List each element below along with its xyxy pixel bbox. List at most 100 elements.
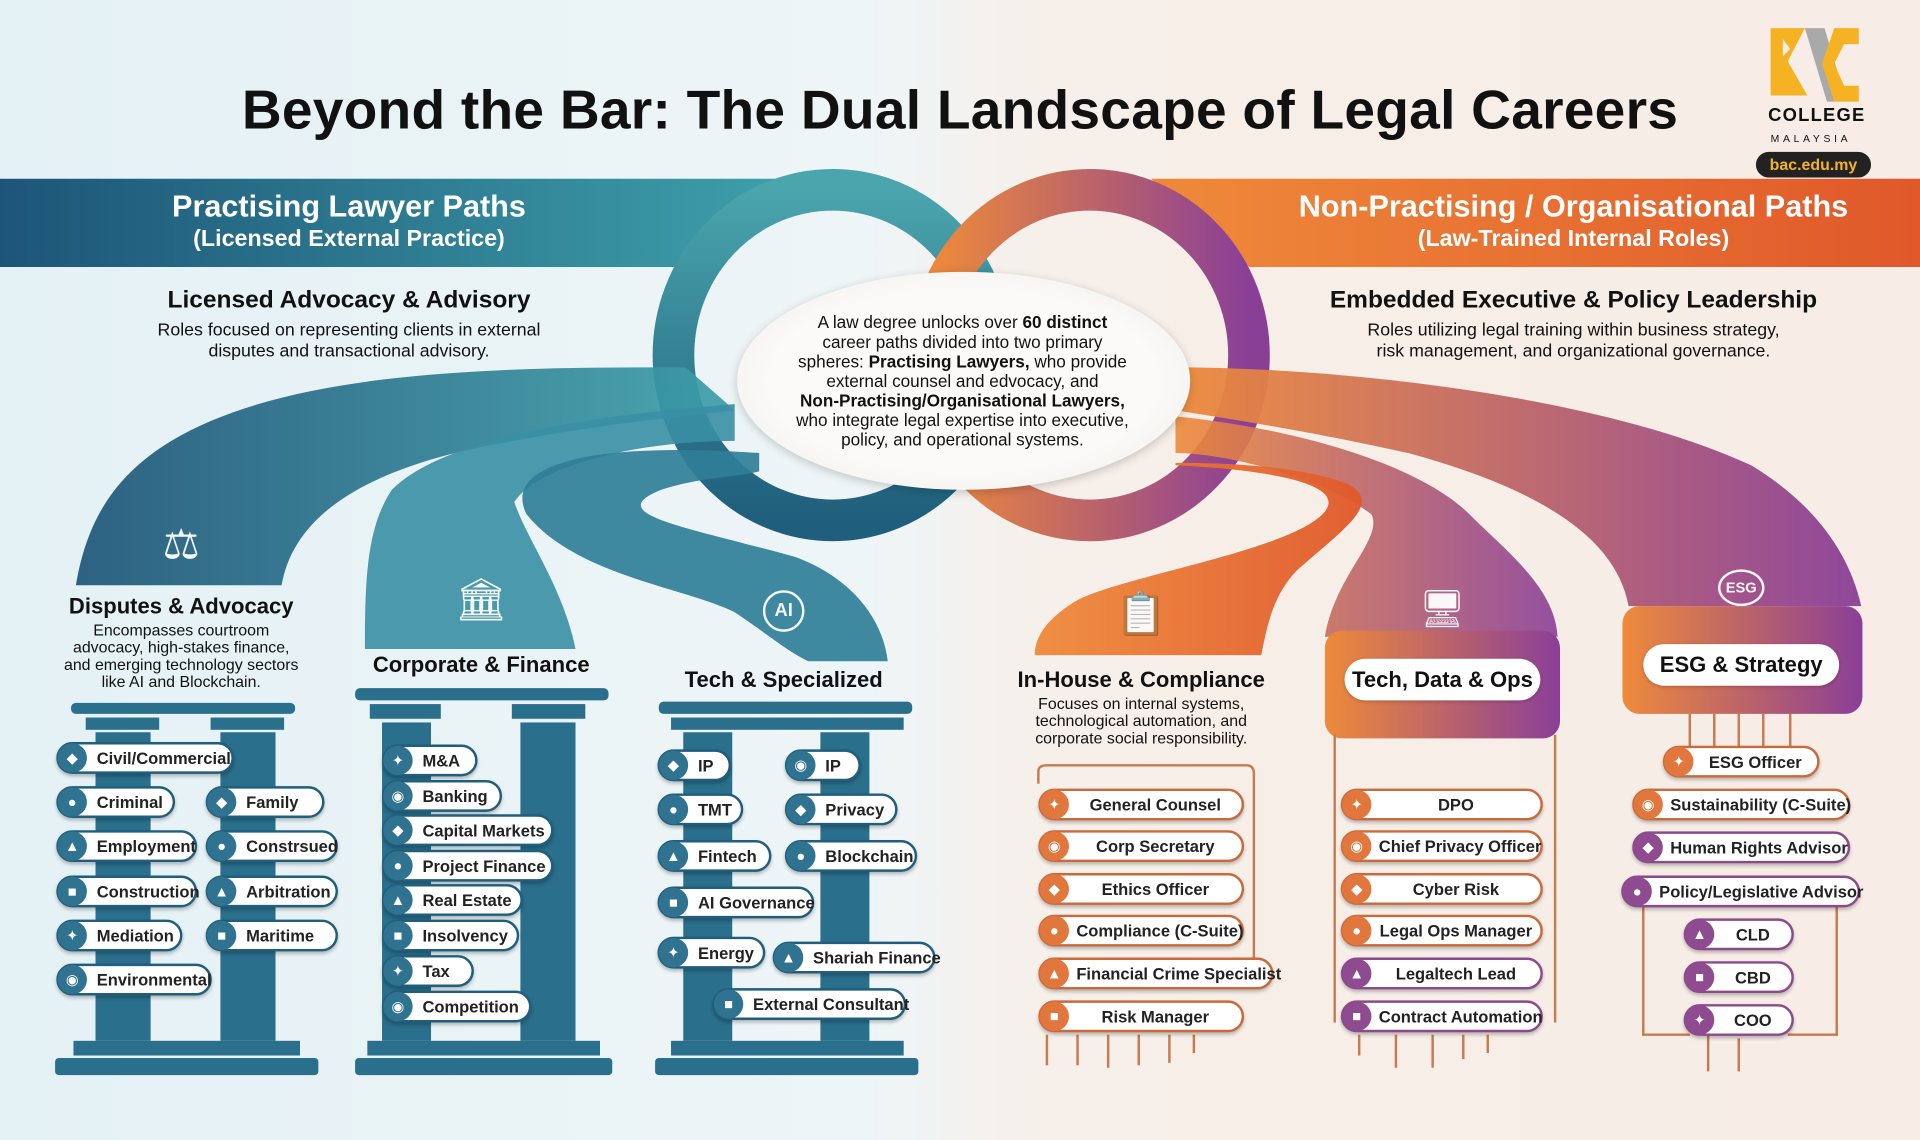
career-icon: ◆ [786,794,816,825]
text: career paths divided into two primary [822,331,1103,352]
career-chip[interactable]: ✦General Counsel [1038,788,1245,821]
career-chip[interactable]: ▲Legaltech Lead [1340,957,1543,990]
career-chip[interactable]: ✦Tax [382,955,474,987]
career-label: Legal Ops Manager [1379,921,1533,940]
center-summary-oval [737,271,1191,490]
career-icon: ◆ [1342,874,1372,904]
career-label: CBD [1734,967,1771,987]
career-label: Sustainability (C-Suite) [1670,795,1852,814]
career-chip[interactable]: ▲Employment [56,830,198,863]
career-chip[interactable]: ◆Civil/Commercial [56,742,234,774]
career-icon: ▲ [1039,958,1069,989]
career-label: Shariah Finance [813,948,941,967]
career-chip[interactable]: ◉Chief Privacy Officer [1340,830,1543,863]
career-icon: ● [206,831,237,861]
career-chip[interactable]: ▲ Financial Crime Specialist [1038,957,1281,990]
logo-url-badge[interactable]: bac.edu.my [1755,151,1872,178]
career-chip[interactable]: ●Policy/Legislative Advisor [1621,875,1863,908]
career-label: AI Governance [697,893,815,912]
career-label: Financial Crime Specialist [1076,964,1282,983]
career-chip[interactable]: ◉Competition [382,990,532,1023]
career-label: Maritime [246,926,315,945]
career-label: External Consultant [753,994,910,1014]
column-title-tech: Tech & Specialized [684,667,883,692]
career-chip[interactable]: ◆IP [657,749,732,782]
career-chip[interactable]: ■Contract Automation [1340,1000,1543,1033]
career-label: COO [1734,1010,1772,1030]
career-chip[interactable]: ✦ESG Officer [1662,745,1820,778]
career-chip[interactable]: ◉Sustainability (C-Suite) [1632,788,1851,821]
career-label: Criminal [96,792,163,812]
career-chip[interactable]: ◆Capital Markets [382,814,554,847]
logo-college-text: COLLEGE [1768,105,1866,127]
career-chip[interactable]: ■AI Governance [657,886,815,919]
career-chip[interactable]: ◆ Cyber Risk [1340,873,1543,905]
text: A law degree unlocks over [817,312,1023,332]
career-chip[interactable]: ▲Real Estate [382,884,523,916]
career-chip[interactable]: ◉Banking [382,780,503,812]
text-bold: 60 distinct [1022,312,1108,332]
career-chip[interactable]: ◆Ethics Officer [1038,873,1245,905]
desc-line: Focuses on internal systems, [1038,694,1245,713]
career-chip[interactable]: ▲Arbitration [205,875,338,908]
career-chip[interactable]: ✦DPO [1340,788,1543,821]
text-bold: Practising Lawyers, [868,351,1030,372]
career-chip[interactable]: ✦ COO [1683,1004,1794,1036]
career-chip[interactable]: ■ Maritime [205,919,338,952]
career-icon: ◆ [383,815,413,845]
career-chip[interactable]: ●Compliance (C-Suite) [1038,914,1245,947]
career-label: IP [697,756,714,775]
career-chip[interactable]: ◆Privacy [784,793,898,826]
career-icon: ▲ [206,876,237,907]
desc-line: technological automation, and [1035,711,1247,730]
ai-network-icon: AI [747,590,820,632]
career-chip[interactable]: ■Construction [56,875,200,908]
column-title-disputes: Disputes & Advocacy [68,593,294,619]
career-icon: ● [57,787,87,817]
desc-line: advocacy, high-stakes finance, [72,637,290,657]
career-label: CLD [1735,925,1770,944]
career-chip[interactable]: ◆Human Rights Advisor [1632,831,1851,864]
scales-icon: ⚖ [162,521,200,569]
career-chip[interactable]: ●TMT [657,793,744,826]
esg-icon-text: ESG [1717,569,1765,607]
career-chip[interactable]: ■Insolvency [382,919,520,952]
career-chip[interactable]: ✦M&A [382,744,478,777]
column-title-inhouse: In-House & Compliance [1017,667,1265,692]
career-chip[interactable]: ■Risk Manager [1038,1000,1245,1033]
career-chip[interactable]: ✦Energy [657,936,766,969]
career-chip[interactable]: ■ External Consultant [712,988,909,1021]
career-chip[interactable]: ◆Family [205,786,325,818]
career-chip[interactable]: ■CBD [1683,961,1794,994]
career-icon: ■ [713,989,744,1019]
career-icon: ✦ [1684,1005,1715,1035]
career-label: Cyber Risk [1412,879,1500,899]
career-label: M&A [422,751,461,770]
career-icon: ◉ [383,991,413,1022]
text: spheres: [798,351,869,372]
career-chip[interactable]: ✦Mediation [56,919,183,952]
career-chip[interactable]: ◉Corp Secretary [1038,830,1245,863]
career-icon: ▲ [658,841,689,871]
right-section-heading: Embedded Executive & Policy Leadership [1329,286,1818,314]
page-title: Beyond the Bar: The Dual Landscape of Le… [241,78,1679,141]
career-chip[interactable]: ◉IP [784,749,861,782]
career-chip[interactable]: ●Constrsued [205,830,338,863]
career-chip[interactable]: ●Blockchain [784,840,918,872]
career-chip[interactable]: ● Criminal [56,786,176,818]
career-chip[interactable]: ▲Fintech [657,840,772,872]
career-icon: ■ [57,876,87,907]
career-chip[interactable]: ◉Environmental [56,963,212,996]
career-label: Family [246,792,299,812]
server-devices-icon: 🖥 [1419,588,1466,630]
career-chip[interactable]: ●Legal Ops Manager [1340,914,1543,947]
career-chip[interactable]: ▲CLD [1683,918,1794,951]
left-banner-title: Practising Lawyer Paths [172,189,526,225]
career-label: DPO [1437,795,1474,814]
career-chip[interactable]: ●Project Finance [382,849,554,882]
text: who provide [1029,351,1127,372]
career-chip[interactable]: ▲Shariah Finance [772,941,941,974]
career-icon: ● [1622,876,1652,907]
career-icon: ■ [206,920,237,951]
